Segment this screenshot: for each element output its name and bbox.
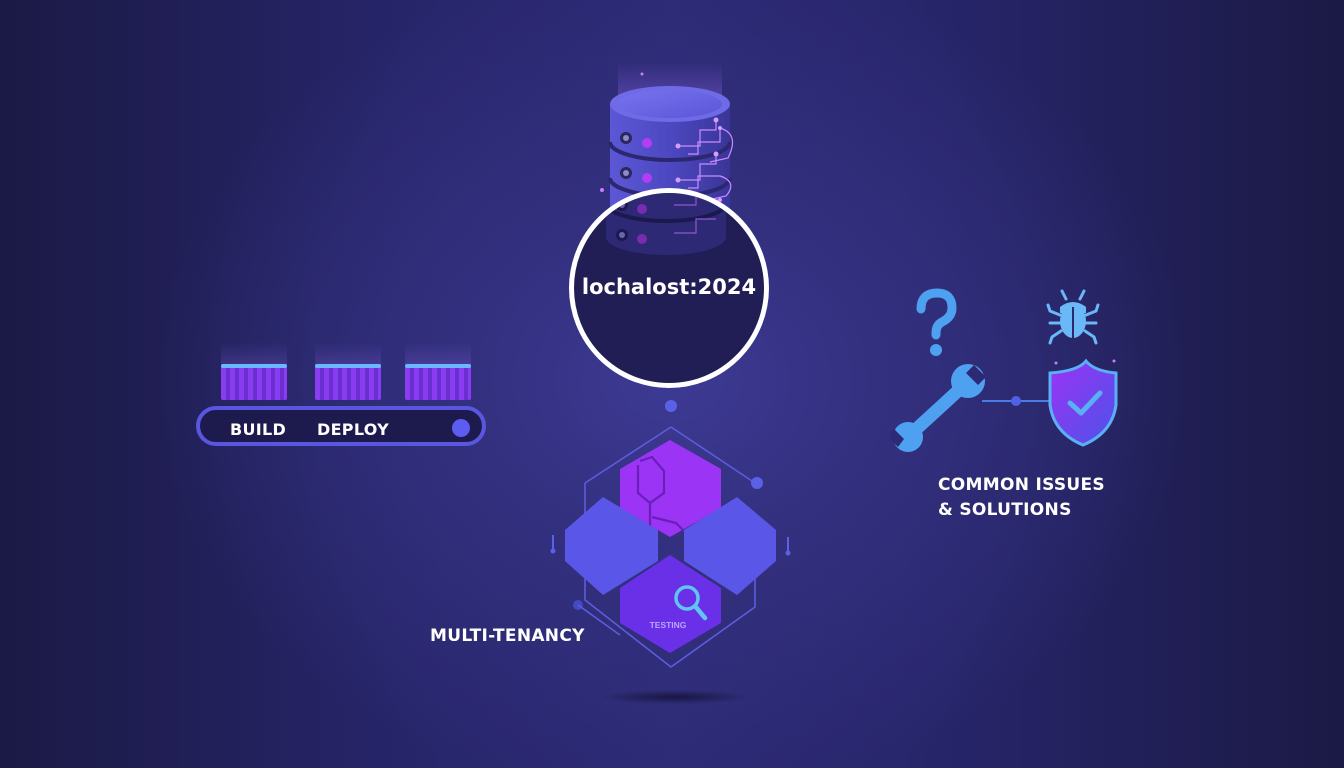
localhost-label: lochalost:2024 xyxy=(581,275,757,299)
container-glow xyxy=(315,342,381,364)
multitenancy-label: MULTI-TENANCY xyxy=(430,626,585,646)
localhost-badge: lochalost:2024 xyxy=(569,188,769,388)
database-lower-tiers xyxy=(604,193,728,255)
status-dot xyxy=(452,419,470,437)
pipeline-bar: BUILD DEPLOY xyxy=(196,406,486,446)
testing-label: TESTING xyxy=(650,620,687,630)
hexagon-bottom-testing xyxy=(620,555,721,653)
issues-title-line2: & SOLUTIONS xyxy=(938,500,1072,520)
stage-deploy: DEPLOY xyxy=(317,420,389,439)
container-icon xyxy=(315,364,381,400)
issues-icons xyxy=(890,288,1118,452)
hexagon-top xyxy=(620,440,721,537)
question-mark-icon xyxy=(916,288,957,356)
connector-dot xyxy=(665,400,677,412)
multitenancy-cluster: TESTING xyxy=(550,426,791,668)
magnifier-icon xyxy=(674,585,708,621)
cluster-shadow xyxy=(600,690,750,704)
container-glow xyxy=(221,342,287,364)
hexagon-left xyxy=(565,497,658,595)
shield-check-icon xyxy=(1048,358,1118,447)
issues-title-line1: COMMON ISSUES xyxy=(938,475,1105,495)
bug-icon xyxy=(1046,289,1100,345)
wrench-icon xyxy=(890,364,986,452)
hexagon-right xyxy=(684,497,776,595)
container-glow xyxy=(405,342,471,364)
stage-build: BUILD xyxy=(230,420,287,439)
container-icon xyxy=(221,364,287,400)
container-icon xyxy=(405,364,471,400)
